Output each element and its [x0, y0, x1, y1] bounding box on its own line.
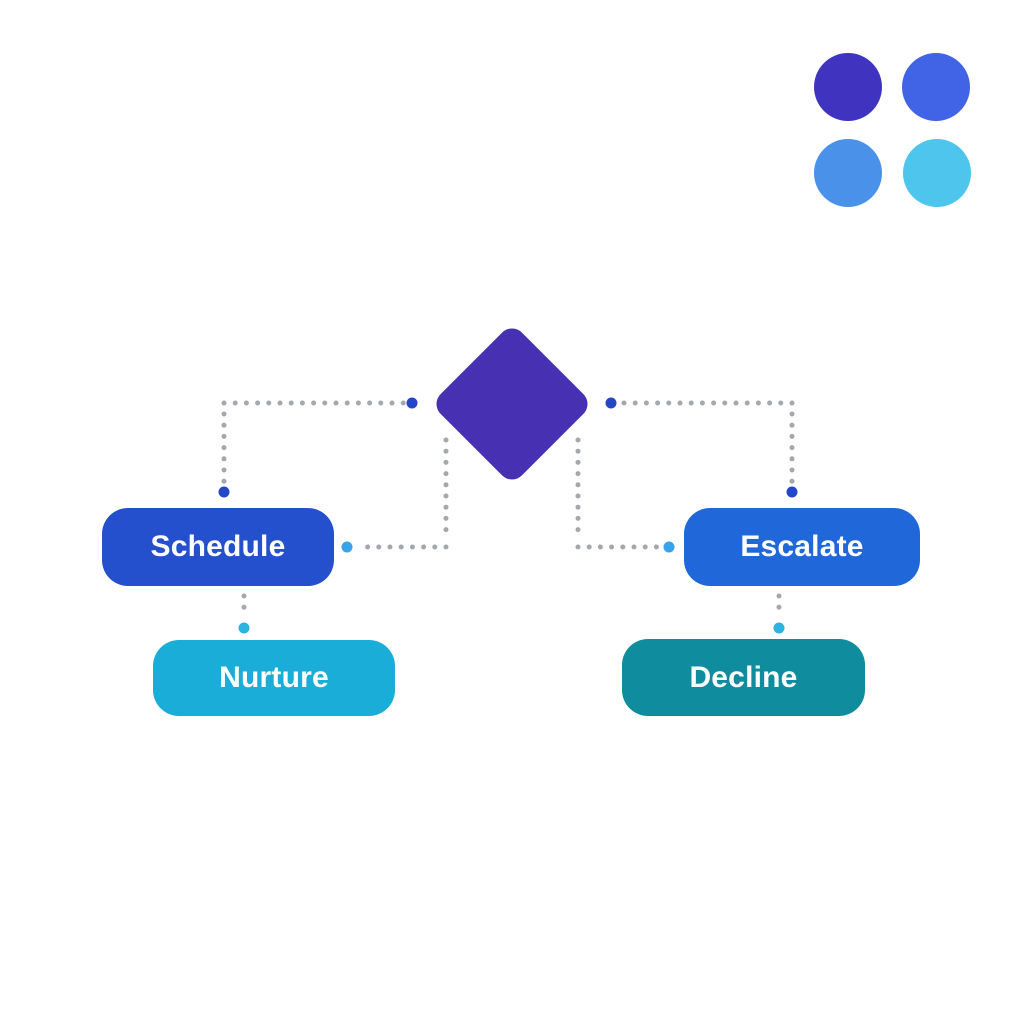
palette-cyan-circle: [903, 139, 971, 207]
connector-decision-bottom-to-escalate: [575, 437, 675, 553]
endpoint-dot-schedule-right: [341, 541, 353, 553]
node-schedule-label: Schedule: [150, 530, 286, 563]
node-nurture-label: Nurture: [219, 661, 329, 694]
connector-decision-bottom-to-schedule: [341, 437, 449, 553]
palette-indigo-circle: [814, 53, 882, 121]
node-nurture: Nurture: [153, 640, 395, 716]
connector-decision-to-escalate: [605, 397, 798, 498]
endpoint-dot-decision-right: [605, 397, 617, 409]
endpoint-dot-above-schedule: [218, 486, 230, 498]
connector-escalate-to-decline: [773, 593, 785, 634]
endpoint-dot-above-nurture: [238, 622, 250, 634]
palette-blue-circle: [902, 53, 970, 121]
palette-sky-circle: [814, 139, 882, 207]
connector-decision-to-schedule: [218, 397, 418, 498]
node-decline: Decline: [622, 639, 865, 716]
node-schedule: Schedule: [102, 508, 334, 586]
endpoint-dot-above-decline: [773, 622, 785, 634]
node-escalate-label: Escalate: [740, 530, 864, 563]
node-decline-label: Decline: [689, 660, 798, 694]
endpoint-dot-decision-left: [406, 397, 418, 409]
decision-diamond: [436, 328, 588, 480]
connector-schedule-to-nurture: [238, 593, 250, 634]
endpoint-dot-escalate-left: [663, 541, 675, 553]
palette-legend: [814, 53, 971, 207]
endpoint-dot-above-escalate: [786, 486, 798, 498]
node-escalate: Escalate: [684, 508, 920, 586]
